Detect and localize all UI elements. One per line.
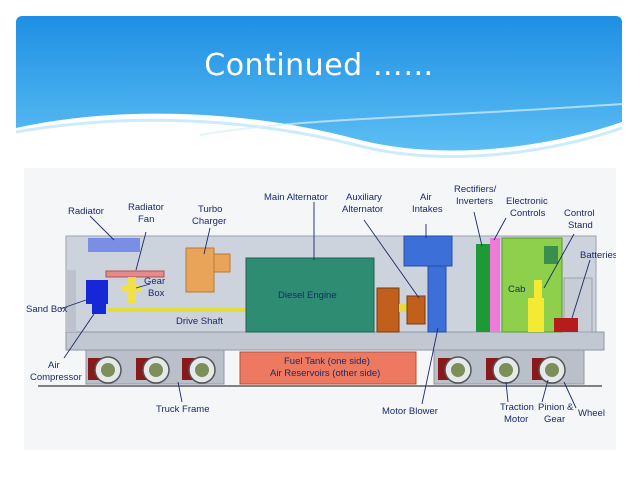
underframe — [65, 331, 605, 351]
label-gear-box-line1: Gear — [144, 276, 165, 287]
drive-shaft — [108, 308, 248, 312]
alternator-coupling — [399, 304, 407, 312]
turbo-charger — [185, 247, 215, 293]
gear-box-arm — [122, 286, 142, 292]
fuel-tank — [239, 351, 417, 385]
label-air-reservoirs: Air Reservoirs (other side) — [270, 368, 380, 379]
label-air-compressor-line1: Air — [48, 360, 60, 371]
label-turbo-line1: Turbo — [198, 204, 222, 215]
label-electronic-line1: Electronic — [506, 196, 548, 207]
main-alternator — [376, 287, 400, 333]
label-rectifiers-line1: Rectifiers/ — [454, 184, 497, 195]
label-main-alternator: Main Alternator — [264, 192, 328, 203]
label-batteries: Batteries — [580, 250, 616, 261]
label-control-stand-line2: Stand — [568, 220, 593, 231]
diesel-engine — [245, 257, 375, 333]
label-air-intakes-line2: Intakes — [412, 204, 443, 215]
label-radiator-fan-line2: Fan — [138, 214, 154, 225]
rectifiers — [476, 244, 490, 332]
air-intakes — [403, 235, 453, 267]
cab-window — [544, 246, 558, 264]
wheel-set-left — [88, 356, 216, 384]
batteries — [554, 318, 578, 332]
locomotive-diagram: Radiator Radiator Fan Turbo Charger Main… — [24, 168, 616, 450]
control-stand — [528, 298, 544, 332]
label-pinion-gear-line2: Gear — [544, 414, 565, 425]
label-turbo-line2: Charger — [192, 216, 226, 227]
label-cab: Cab — [508, 284, 525, 295]
label-rectifiers-line2: Inverters — [456, 196, 493, 207]
label-aux-alternator-line1: Auxiliary — [346, 192, 382, 203]
label-electronic-line2: Controls — [510, 208, 546, 219]
label-control-stand-line1: Control — [564, 208, 595, 219]
label-wheel: Wheel — [578, 408, 605, 419]
leader-lines — [59, 202, 591, 409]
label-air-compressor-line2: Compressor — [30, 372, 82, 383]
air-compressor — [86, 280, 108, 304]
nose-left — [66, 270, 76, 332]
air-compressor-base — [92, 302, 106, 314]
label-aux-alternator-line2: Alternator — [342, 204, 383, 215]
label-pinion-gear-line1: Pinion & — [538, 402, 574, 413]
label-traction-motor-line2: Motor — [504, 414, 528, 425]
title-banner — [15, 16, 623, 165]
turbo-charger-housing — [213, 253, 231, 273]
control-stand-top — [534, 280, 542, 304]
slide-title: Continued …… — [204, 48, 434, 83]
label-truck-frame: Truck Frame — [156, 404, 209, 415]
label-diesel-engine: Diesel Engine — [278, 290, 337, 301]
radiator-box — [88, 238, 140, 252]
label-gear-box-line2: Box — [148, 288, 165, 299]
label-radiator-fan-line1: Radiator — [128, 202, 164, 213]
label-sand-box: Sand Box — [26, 304, 67, 315]
label-radiator: Radiator — [68, 206, 104, 217]
label-air-intakes-line1: Air — [420, 192, 432, 203]
electronic-controls — [490, 238, 500, 332]
label-motor-blower: Motor Blower — [382, 406, 438, 417]
label-fuel-tank: Fuel Tank (one side) — [284, 356, 370, 367]
label-drive-shaft: Drive Shaft — [176, 316, 223, 327]
wheel-set-right — [438, 356, 566, 384]
auxiliary-alternator — [406, 295, 426, 325]
label-traction-motor-line1: Traction — [500, 402, 534, 413]
motor-blower — [427, 265, 447, 333]
